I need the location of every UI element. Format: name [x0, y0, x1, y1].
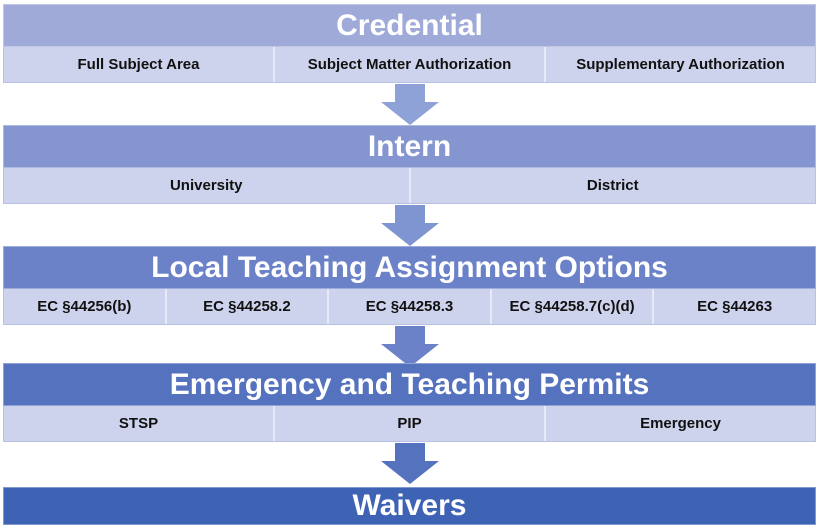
tier-waivers: Waivers — [3, 487, 816, 525]
option-pip: PIP — [275, 406, 546, 441]
option-full-subject-area: Full Subject Area — [4, 47, 275, 82]
arrow-down-icon — [381, 326, 439, 367]
option-stsp: STSP — [4, 406, 275, 441]
tier-waivers-header: Waivers — [3, 487, 816, 525]
option-university: University — [4, 168, 411, 203]
arrow-down-icon — [381, 84, 439, 125]
tier-credential-options: Full Subject Area Subject Matter Authori… — [3, 47, 816, 83]
option-ec-44258-3: EC §44258.3 — [329, 289, 492, 324]
tier-local-teaching-assignment-options: Local Teaching Assignment Options EC §44… — [3, 246, 816, 325]
tier-intern: Intern University District — [3, 125, 816, 204]
tier-intern-header: Intern — [3, 125, 816, 168]
tier-credential: Credential Full Subject Area Subject Mat… — [3, 4, 816, 83]
arrow-down-icon — [381, 205, 439, 246]
option-subject-matter-authorization: Subject Matter Authorization — [275, 47, 546, 82]
tier-emergency-permits-header: Emergency and Teaching Permits — [3, 363, 816, 406]
option-district: District — [586, 177, 639, 194]
option-ec-44258-7cd: EC §44258.7(c)(d) — [492, 289, 655, 324]
tier-emergency-and-teaching-permits: Emergency and Teaching Permits STSP PIP … — [3, 363, 816, 442]
tier-emergency-permits-options: STSP PIP Emergency — [3, 406, 816, 442]
tier-credential-header: Credential — [3, 4, 816, 47]
tier-local-teaching-options: EC §44256(b) EC §44258.2 EC §44258.3 EC … — [3, 289, 816, 325]
arrow-down-icon — [381, 443, 439, 484]
tier-intern-options: University District — [3, 168, 816, 204]
option-ec-44256b: EC §44256(b) — [4, 289, 167, 324]
option-ec-44258-2: EC §44258.2 — [167, 289, 330, 324]
tier-local-teaching-header: Local Teaching Assignment Options — [3, 246, 816, 289]
option-supplementary-authorization: Supplementary Authorization — [576, 56, 785, 73]
option-ec-44263: EC §44263 — [697, 298, 773, 315]
option-emergency: Emergency — [640, 415, 721, 432]
